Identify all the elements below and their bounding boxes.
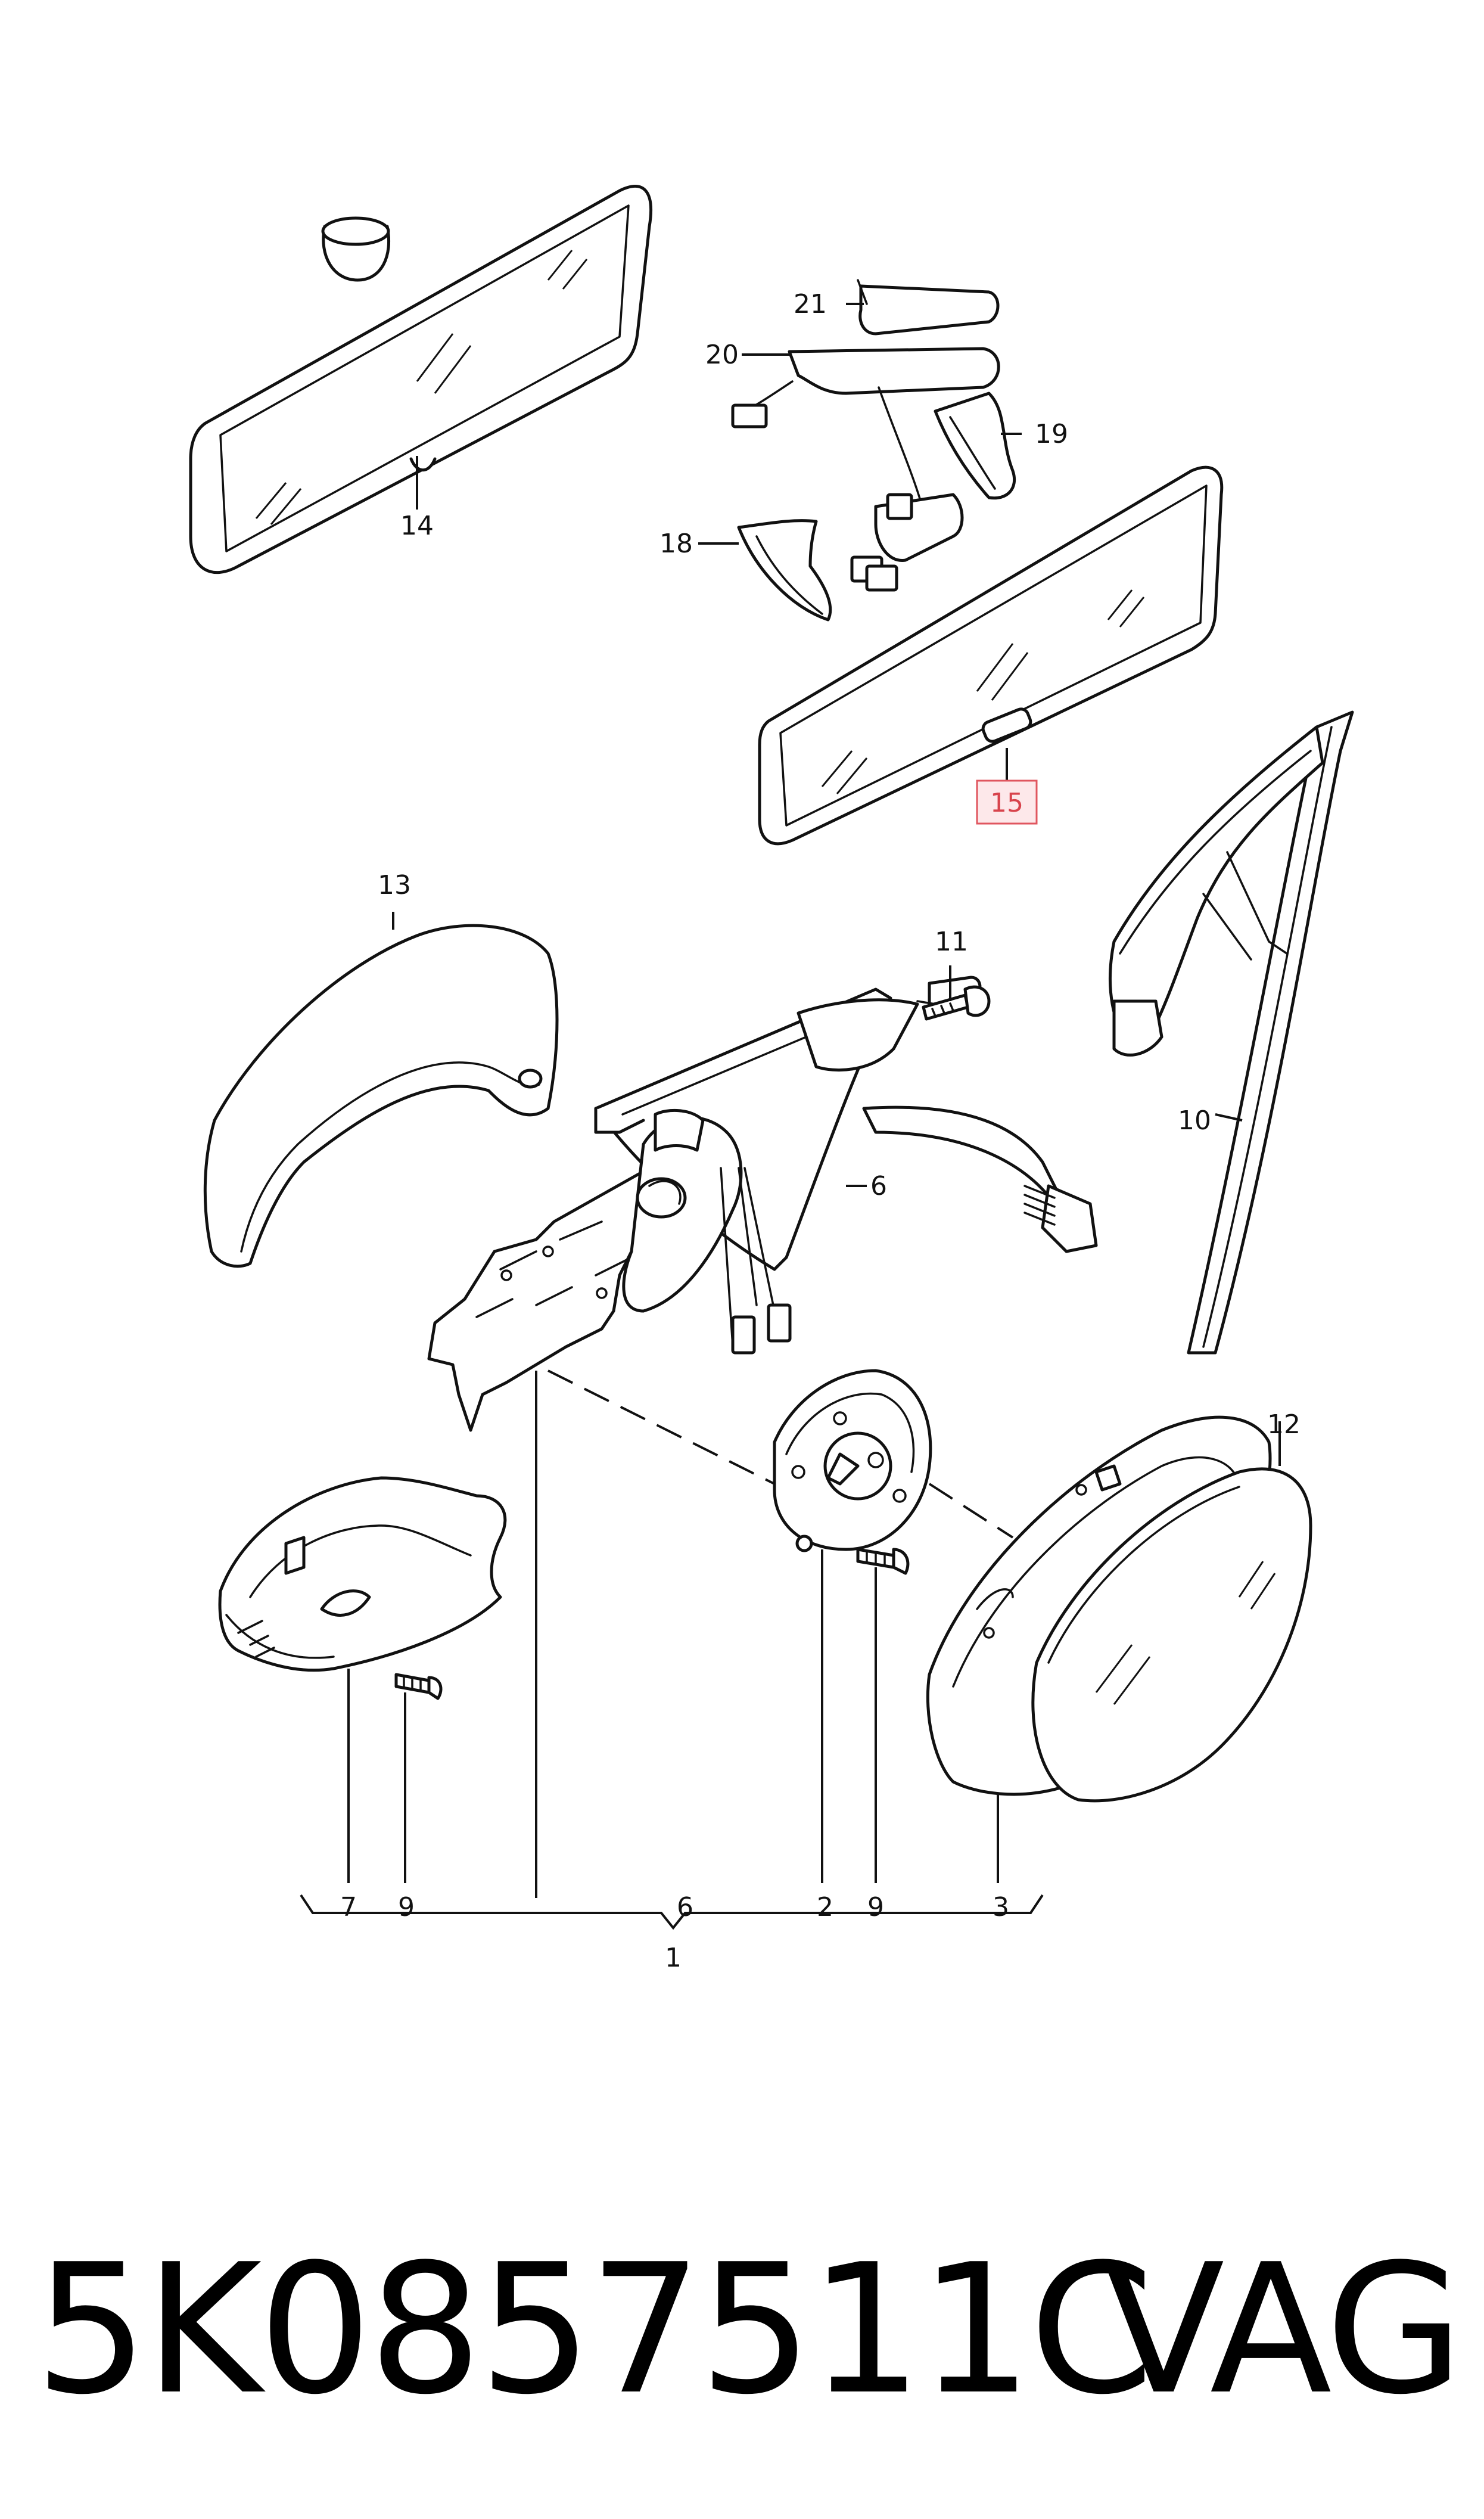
- callout-6-lower: 6: [677, 1892, 693, 1922]
- mirror-actuator-2: [773, 1369, 932, 1552]
- callout-12: 12: [1267, 1409, 1301, 1440]
- callout-20: 20: [705, 340, 739, 370]
- mirror-base-6: [427, 976, 1098, 1432]
- brand-name: VAG: [1102, 2226, 1464, 2434]
- mirror-glass-12: [1031, 1467, 1312, 1803]
- callout-3: 3: [993, 1892, 1009, 1922]
- callout-labels: 14 21 20 19 18 15 13 11 6 10 12 7 9 6 2 …: [340, 289, 1301, 1973]
- window-seal-10: [1108, 710, 1354, 1355]
- screw-11: [922, 985, 991, 1021]
- callout-21: 21: [794, 289, 827, 319]
- mirror-cap-13: [203, 924, 559, 1268]
- callout-6-upper: 6: [870, 1171, 887, 1201]
- callout-2: 2: [817, 1892, 833, 1922]
- assembly-axis-line: [547, 1369, 1014, 1539]
- part-number: 5K0857511C: [35, 2226, 1154, 2434]
- callout-18: 18: [659, 529, 693, 559]
- lower-housing-7: [218, 1476, 507, 1672]
- screw-9-left: [394, 1673, 443, 1700]
- callout-10: 10: [1178, 1105, 1211, 1136]
- callout-9-left: 9: [398, 1892, 415, 1922]
- mirror-trim-covers: [731, 279, 1016, 622]
- callout-19: 19: [1035, 419, 1068, 449]
- leader-lines: [300, 303, 1281, 1930]
- callout-9-right: 9: [867, 1892, 884, 1922]
- screw-9-right: [856, 1548, 910, 1575]
- callout-13: 13: [378, 870, 411, 900]
- callout-1: 1: [665, 1943, 682, 1973]
- callout-15: 15: [990, 788, 1023, 818]
- interior-mirror-15: [758, 465, 1224, 846]
- callout-7: 7: [340, 1892, 357, 1922]
- callout-14: 14: [400, 511, 434, 541]
- callout-15-highlight: 15: [976, 779, 1038, 825]
- callout-11: 11: [935, 927, 968, 957]
